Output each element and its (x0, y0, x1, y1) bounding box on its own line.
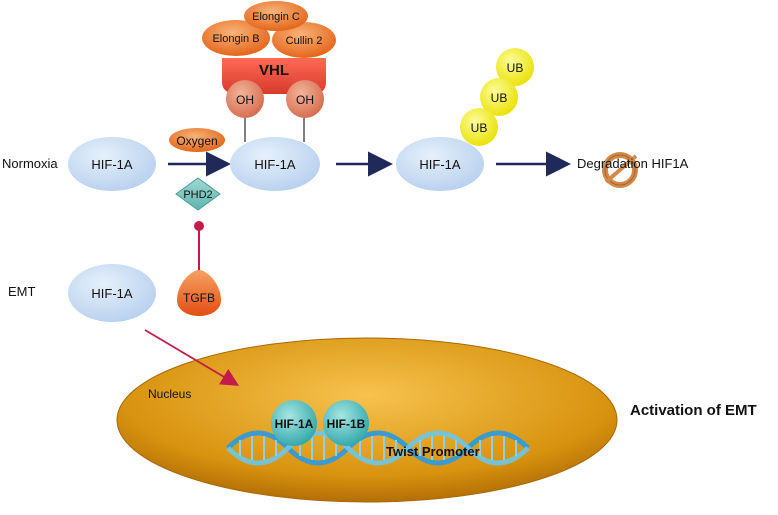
svg-text:HIF-1A: HIF-1A (91, 157, 133, 172)
svg-text:UB: UB (471, 121, 488, 135)
normoxia-label: Normoxia (2, 156, 58, 171)
ub-bottom-node (460, 108, 498, 146)
svg-text:OH: OH (296, 93, 314, 107)
hif1b-node: HIF-1B (323, 400, 369, 446)
ub-middle-node (480, 78, 518, 116)
svg-text:TGFB: TGFB (183, 291, 215, 305)
svg-text:Elongin C: Elongin C (252, 11, 300, 23)
svg-text:Cullin 2: Cullin 2 (286, 35, 323, 47)
svg-text:HIF-1A: HIF-1A (419, 157, 461, 172)
oh-right-node: OH (286, 80, 324, 118)
phd2-node: PHD2 (175, 177, 221, 211)
inhibition-dot (194, 221, 204, 231)
elongin-c-node: Elongin C (244, 1, 308, 31)
oxygen-node: Oxygen (169, 128, 225, 152)
svg-text:HIF-1B: HIF-1B (327, 417, 366, 431)
degradation-label: Degradation HIF1A (577, 156, 689, 171)
hif1a-normoxia-node: HIF-1A (68, 137, 156, 191)
svg-text:PHD2: PHD2 (183, 189, 212, 201)
oh-left-node: OH (226, 80, 264, 118)
hif1a-hydroxylated-node: HIF-1A (230, 137, 320, 191)
hif1a-ubiquitinated-node: HIF-1A (396, 137, 484, 191)
vhl-label: VHL (259, 62, 289, 79)
arrow-nuclear-translocation (144, 329, 240, 386)
svg-text:Oxygen: Oxygen (176, 134, 217, 148)
tgfb-node: TGFB (177, 270, 221, 316)
svg-text:HIF-1A: HIF-1A (91, 286, 133, 301)
svg-text:UB: UB (507, 61, 524, 75)
svg-text:HIF-1A: HIF-1A (254, 157, 296, 172)
nucleus-label: Nucleus (148, 387, 191, 401)
ub-top-node (496, 48, 534, 86)
svg-text:OH: OH (236, 93, 254, 107)
elongin-b-node: Elongin B (202, 20, 270, 56)
emt-label: EMT (8, 284, 36, 299)
cullin2-node: Cullin 2 (272, 22, 336, 58)
activation-of-emt-label: Activation of EMT (630, 402, 757, 419)
degradation-icon (602, 152, 638, 188)
hif1a-nuclear-node: HIF-1A (271, 400, 317, 446)
svg-text:Elongin B: Elongin B (212, 33, 259, 45)
svg-text:UB: UB (491, 91, 508, 105)
hif1a-emt-node: HIF-1A (68, 264, 156, 322)
dna-helix (226, 430, 530, 466)
ub-chain: UB UB UB (460, 48, 534, 146)
twist-promoter-label: Twist Promoter (386, 444, 480, 459)
svg-text:HIF-1A: HIF-1A (275, 417, 314, 431)
